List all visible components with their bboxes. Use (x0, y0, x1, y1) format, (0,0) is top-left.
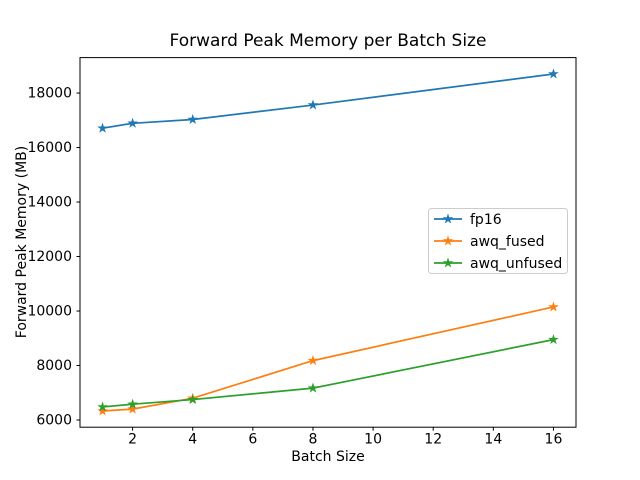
legend-marker-fp16 (442, 213, 454, 224)
chart-title: Forward Peak Memory per Batch Size (169, 31, 487, 51)
legend-marker-awq_fused (442, 235, 454, 246)
plot-border (79, 57, 577, 428)
data-point-awq_unfused (307, 382, 319, 393)
x-axis-label: Batch Size (291, 449, 365, 465)
x-tick-label: 10 (364, 432, 382, 448)
data-point-awq_unfused (127, 398, 138, 409)
x-tick-label: 14 (484, 432, 502, 448)
legend-label-awq_fused: awq_fused (470, 234, 545, 250)
data-point-fp16 (97, 122, 108, 133)
y-tick-label: 8000 (36, 358, 72, 374)
data-point-awq_unfused (548, 334, 559, 345)
data-point-awq_fused (548, 301, 559, 312)
data-point-awq_fused (127, 403, 138, 414)
y-tick-label: 18000 (27, 86, 72, 102)
x-tick-label: 4 (188, 432, 197, 448)
x-tick-label: 6 (248, 432, 257, 448)
x-tick-label: 2 (128, 432, 137, 448)
y-tick-label: 14000 (27, 195, 72, 211)
y-tick-label: 12000 (27, 249, 72, 265)
y-tick-label: 6000 (36, 413, 72, 429)
series-line-awq_fused (102, 306, 554, 412)
x-tick-label: 16 (545, 432, 563, 448)
data-point-awq_fused (307, 355, 319, 366)
data-point-fp16 (187, 113, 199, 125)
y-tick-label: 16000 (27, 140, 72, 156)
x-tick-label: 12 (424, 432, 442, 448)
legend-label-awq_unfused: awq_unfused (470, 256, 562, 272)
y-tick-label: 10000 (27, 304, 72, 320)
x-tick-label: 8 (309, 432, 318, 448)
data-point-fp16 (307, 99, 319, 110)
data-point-awq_fused (97, 405, 108, 416)
legend-marker-awq_unfused (442, 257, 454, 268)
series-line-awq_unfused (102, 338, 554, 408)
data-point-awq_unfused (97, 401, 108, 412)
legend-box (428, 208, 568, 274)
data-point-fp16 (127, 117, 138, 128)
data-point-awq_unfused (187, 393, 199, 405)
series-line-fp16 (102, 73, 554, 130)
data-point-fp16 (548, 68, 559, 79)
legend-label-fp16: fp16 (470, 212, 502, 228)
